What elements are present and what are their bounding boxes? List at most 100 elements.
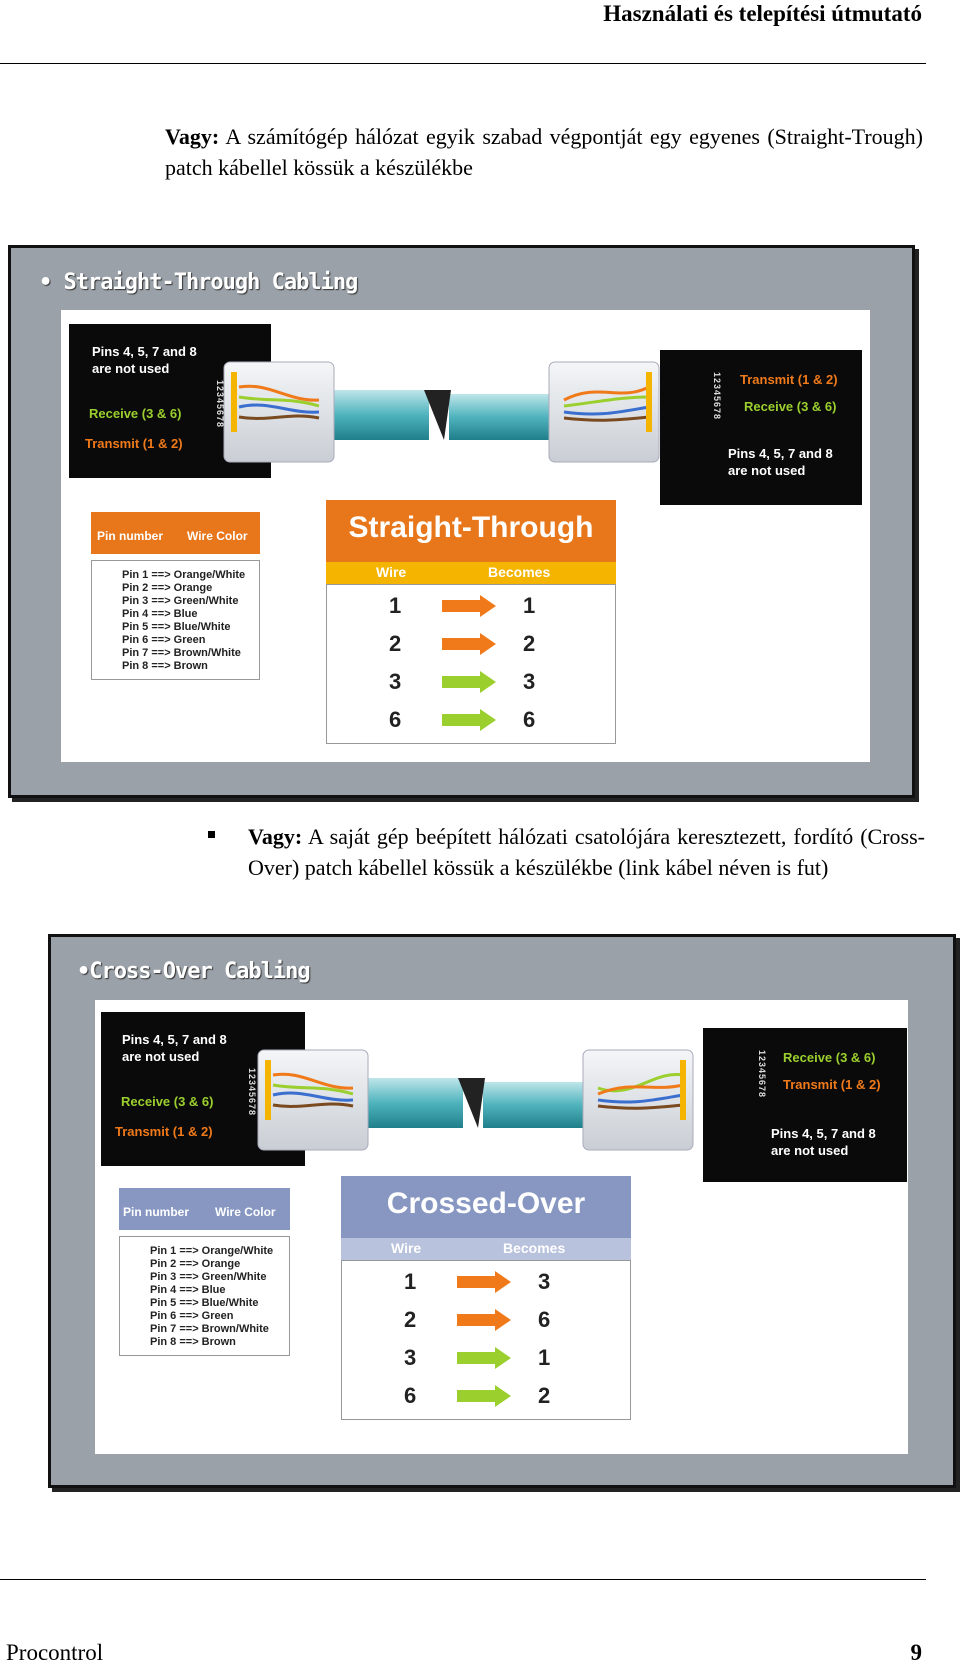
map-subheader: Wire Becomes [341,1238,631,1260]
wire-number: 6 [404,1383,417,1408]
wire-number: 6 [389,707,402,732]
wire-number: 1 [389,593,402,618]
wire-number: 3 [404,1345,417,1370]
right-transmit-label: Transmit (1 & 2) [740,372,838,387]
pin-row: Pin 4 ==> Blue [122,608,198,620]
map-col-wire: Wire [391,1240,422,1256]
figure2-panel: Pins 4, 5, 7 and 8 are not used Receive … [95,1000,908,1454]
right-receive-label: Receive (3 & 6) [744,399,837,414]
bullet-text: A saját gép beépített hálózati csatolójá… [248,824,925,880]
left-unused-label-2: are not used [92,361,170,376]
pin-row: Pin 8 ==> Brown [150,1336,236,1348]
intro-lead: Vagy: [165,124,220,149]
right-transmit-label: Transmit (1 & 2) [783,1077,881,1092]
pin-row: Pin 4 ==> Blue [150,1284,226,1296]
becomes-number: 3 [538,1269,551,1294]
document-header-title: Használati és telepítési útmutató [603,1,922,26]
left-transmit-label: Transmit (1 & 2) [115,1124,213,1139]
orange-arrow-icon [442,633,496,655]
green-arrow-icon [442,671,496,693]
intro-text: A számítógép hálózat egyik szabad végpon… [165,124,923,180]
straight-through-figure: • Straight-Through Cabling Pins 4, 5, 7 … [8,245,915,798]
pin-table-col-color: Wire Color [187,529,248,543]
map-body: 1 2 3 6 1 2 3 6 [326,584,616,744]
figure2-right-pin-box: 12345678 Receive (3 & 6) Transmit (1 & 2… [703,1028,907,1182]
map-subheader: Wire Becomes [326,562,616,584]
left-pin-numbers: 12345678 [215,380,225,429]
cross-over-figure: •Cross-Over Cabling Pins 4, 5, 7 and 8 a… [48,934,956,1488]
green-arrow-icon [442,709,496,731]
becomes-number: 2 [538,1383,551,1408]
pin-row: Pin 3 ==> Green/White [150,1271,267,1283]
right-pin-numbers: 12345678 [757,1050,767,1099]
figure1-right-pin-box: 12345678 Transmit (1 & 2) Receive (3 & 6… [660,350,862,505]
pin-row: Pin 2 ==> Orange [122,582,213,594]
becomes-number: 1 [538,1345,551,1370]
left-unused-label: Pins 4, 5, 7 and 8 [122,1032,227,1047]
left-unused-label-2: are not used [122,1049,200,1064]
figure2-pin-color-table: Pin number Wire Color Pin 1 ==> Orange/W… [119,1188,290,1356]
right-unused-label-2: are not used [728,463,806,478]
pin-table-body: Pin 1 ==> Orange/White Pin 2 ==> Orange … [91,560,260,680]
pin-table-col-pin: Pin number [123,1205,190,1219]
becomes-number: 6 [538,1307,551,1332]
right-pin-numbers: 12345678 [712,372,722,421]
becomes-number: 6 [523,707,536,732]
pin-table-body: Pin 1 ==> Orange/White Pin 2 ==> Orange … [119,1236,290,1356]
figure1-pin-color-table: Pin number Wire Color Pin 1 ==> Orange/W… [91,512,260,680]
left-transmit-label: Transmit (1 & 2) [85,436,183,451]
footer-company: Procontrol [6,1640,104,1665]
figure1-title: • Straight-Through Cabling [39,270,358,295]
map-col-wire: Wire [376,564,407,580]
becomes-number: 1 [523,593,536,618]
left-unused-label: Pins 4, 5, 7 and 8 [92,344,197,359]
pin-row: Pin 7 ==> Brown/White [150,1323,269,1335]
pin-row: Pin 8 ==> Brown [122,660,208,672]
wire-number: 1 [404,1269,417,1294]
becomes-number: 3 [523,669,536,694]
cross-over-cable-illustration [257,1049,694,1151]
square-bullet-icon [208,831,215,838]
right-receive-label: Receive (3 & 6) [783,1050,876,1065]
right-unused-label: Pins 4, 5, 7 and 8 [771,1126,876,1141]
figure2-title: •Cross-Over Cabling [77,959,311,984]
map-col-becomes: Becomes [488,564,551,580]
figure2-wire-map-table: Crossed-Over Wire Becomes 1 2 3 6 3 6 1 … [341,1176,631,1420]
figure1-wire-map-table: Straight-Through Wire Becomes 1 2 3 6 1 … [326,500,616,744]
page-number: 9 [910,1640,923,1665]
orange-arrow-icon [457,1271,511,1293]
right-unused-label-2: are not used [771,1143,849,1158]
map-col-becomes: Becomes [503,1240,566,1256]
left-receive-label: Receive (3 & 6) [89,406,182,421]
pin-row: Pin 3 ==> Green/White [122,595,239,607]
pin-table-header: Pin number Wire Color [91,512,260,554]
map-title: Crossed-Over [341,1176,631,1238]
right-unused-label: Pins 4, 5, 7 and 8 [728,446,833,461]
left-pin-numbers: 12345678 [247,1068,257,1117]
green-arrow-icon [457,1347,511,1369]
wire-number: 2 [389,631,402,656]
pin-row: Pin 7 ==> Brown/White [122,647,241,659]
pin-row: Pin 6 ==> Green [150,1310,234,1322]
pin-row: Pin 5 ==> Blue/White [150,1297,259,1309]
map-title: Straight-Through [326,500,616,562]
left-receive-label: Receive (3 & 6) [121,1094,214,1109]
figure1-panel: Pins 4, 5, 7 and 8 are not used Receive … [61,310,870,762]
pin-row: Pin 6 ==> Green [122,634,206,646]
orange-arrow-icon [457,1309,511,1331]
wire-number: 3 [389,669,402,694]
intro-paragraph: Vagy: A számítógép hálózat egyik szabad … [165,121,923,183]
header-rule [0,63,926,64]
pin-row: Pin 5 ==> Blue/White [122,621,231,633]
pin-table-header: Pin number Wire Color [119,1188,290,1230]
green-arrow-icon [457,1385,511,1407]
pin-row: Pin 1 ==> Orange/White [150,1245,274,1257]
becomes-number: 2 [523,631,536,656]
bullet-paragraph: Vagy: A saját gép beépített hálózati csa… [205,821,925,883]
pin-table-col-pin: Pin number [97,529,164,543]
footer-rule [0,1579,926,1580]
pin-row: Pin 2 ==> Orange [150,1258,241,1270]
map-body: 1 2 3 6 3 6 1 2 [341,1260,631,1420]
pin-table-col-color: Wire Color [215,1205,276,1219]
wire-number: 2 [404,1307,417,1332]
